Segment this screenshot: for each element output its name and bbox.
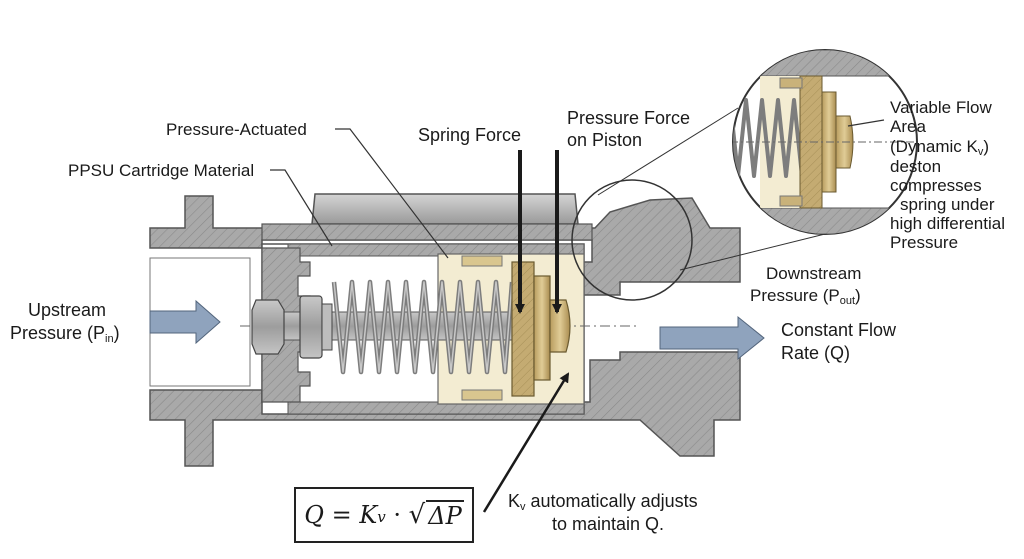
variable-flow-label-line5: compresses — [890, 176, 982, 195]
body-upper-wall — [261, 223, 593, 241]
piston-body — [511, 261, 535, 397]
constant-flow-label-line2: Rate (Q) — [781, 343, 851, 363]
dynamic-kv-prefix: (Dynamic K — [890, 137, 978, 156]
variable-flow-label-line3: (Dynamic Kv) — [890, 137, 989, 162]
variable-flow-label-line7: high differential — [890, 214, 1005, 233]
kv-adjusts-suffix: automatically adjusts — [525, 491, 698, 511]
compression-spring-highlight — [333, 281, 513, 373]
downstream-label-line2: Pressure (Pout) — [750, 286, 861, 311]
formula-sqrt-symbol: √ — [408, 500, 426, 530]
upstream-pressure-suffix: ) — [113, 323, 120, 343]
upstream-flow-arrow — [149, 299, 221, 345]
dynamic-kv-suffix: ) — [983, 137, 990, 156]
variable-flow-label-line2: Area — [890, 117, 926, 136]
variable-flow-label-line6: spring under — [900, 195, 995, 214]
formula-radicand: ΔP — [426, 500, 464, 530]
upstream-label-line2: Pressure (Pin) — [10, 323, 120, 350]
formula-flow-symbol: Q — [304, 501, 324, 529]
pressure-force-label-line2: on Piston — [567, 130, 643, 150]
leader-kv-adjusts — [482, 372, 570, 513]
cartridge-sleeve-bottom — [287, 401, 585, 415]
inset-connector-lower — [679, 233, 826, 271]
constant-flow-label-line1: Constant Flow — [781, 320, 897, 340]
variable-flow-label-line4: deston — [890, 157, 942, 176]
variable-flow-label-line8: Pressure — [890, 233, 959, 252]
spring-force-label: Spring Force — [418, 125, 522, 145]
top-cover-plate — [311, 193, 579, 225]
piston-nose — [549, 299, 571, 353]
valve-body — [149, 195, 741, 467]
formula-delta-p: ΔP — [428, 502, 462, 530]
piston-collar-bottom — [461, 389, 503, 401]
kv-adjusts-subscript: v — [520, 501, 526, 513]
formula-dot: · — [385, 501, 409, 529]
formula-k-symbol: K — [359, 501, 378, 529]
kv-adjusts-prefix: K — [508, 491, 521, 511]
downstream-label-line1: Downstream — [766, 264, 862, 283]
upstream-pressure-prefix: Pressure (P — [10, 323, 106, 343]
variable-flow-label-line1: Variable Flow — [890, 98, 992, 117]
kv-adjusts-label-line2: to maintain Q. — [552, 514, 665, 534]
leader-pressure-actuated — [335, 128, 449, 259]
leader-ppsu-material — [270, 169, 333, 247]
piston-face — [533, 275, 551, 381]
formula-equals: = — [323, 501, 360, 529]
nut — [299, 295, 323, 359]
piston-collar-top — [461, 255, 503, 267]
upstream-pressure-subscript: in — [105, 333, 114, 345]
bolt-head — [251, 299, 285, 355]
downstream-pressure-suffix: ) — [855, 286, 861, 305]
dynamic-kv-subscript: v — [977, 146, 984, 158]
kv-adjusts-label-line1: Kv automatically adjusts — [508, 491, 698, 518]
inset-spring — [733, 98, 812, 178]
downstream-pressure-prefix: Pressure (P — [750, 286, 840, 305]
pressure-force-label-line1: Pressure Force — [567, 108, 691, 128]
ppsu-material-label: PPSU Cartridge Material — [68, 161, 255, 180]
upstream-label-line1: Upstream — [28, 300, 107, 320]
leader-variable-flow — [847, 119, 885, 127]
downstream-pressure-subscript: out — [839, 295, 856, 307]
washer — [321, 303, 333, 351]
inset-connector-upper — [597, 107, 739, 196]
pressure-actuated-label: Pressure-Actuated — [166, 120, 307, 139]
detail-callout-circle — [571, 179, 693, 301]
formula-k-subscript: v — [377, 508, 386, 526]
downstream-flow-arrow — [659, 315, 765, 361]
